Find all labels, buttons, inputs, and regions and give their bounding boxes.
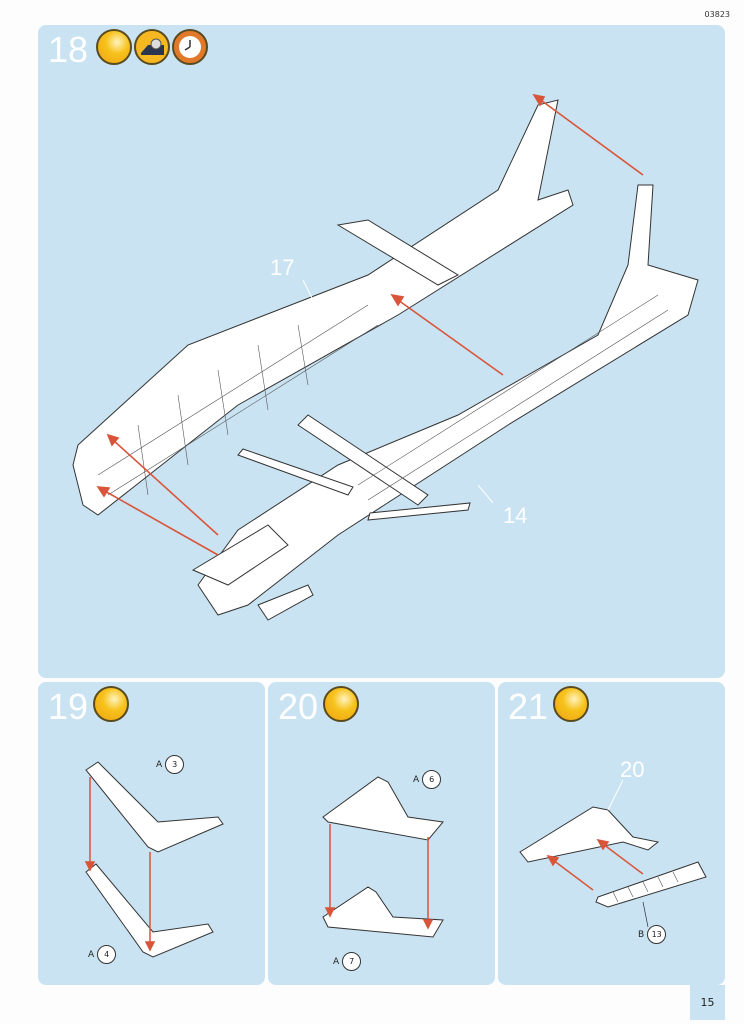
sprue-letter: B (638, 929, 645, 940)
step-number: 18 (48, 29, 89, 70)
step-number: 20 (278, 686, 319, 727)
sprue-letter: A (88, 949, 95, 960)
page-number: 15 (690, 985, 725, 1020)
stabilizer-drawing (84, 761, 224, 958)
product-code: 03823 (704, 10, 730, 19)
glue-icon (323, 686, 359, 722)
part-number: 6 (422, 770, 442, 789)
part-number: 4 (97, 945, 117, 964)
step-number: 19 (48, 686, 89, 727)
clock-icon (172, 29, 208, 65)
glue-icon (93, 686, 129, 722)
part-number: 3 (165, 755, 185, 774)
tape-icon (134, 29, 170, 65)
callout-part-17: 17 (270, 255, 295, 280)
step-number: 21 (508, 686, 549, 727)
glue-icon (553, 686, 589, 722)
fuselage-assembly-drawing (72, 93, 699, 621)
sprue-letter: A (333, 956, 340, 967)
part-number: 7 (342, 952, 362, 971)
step-18-panel: 18 17 14 (38, 25, 725, 678)
sprue-letter: A (156, 759, 163, 770)
glue-icon (96, 29, 132, 65)
sprue-letter: A (413, 774, 420, 785)
callout-part-20: 20 (620, 757, 645, 782)
callout-part-14: 14 (503, 503, 528, 528)
stabilizer-drawing (322, 776, 444, 938)
elevator-drawing (519, 779, 707, 928)
part-number: 13 (647, 925, 667, 944)
